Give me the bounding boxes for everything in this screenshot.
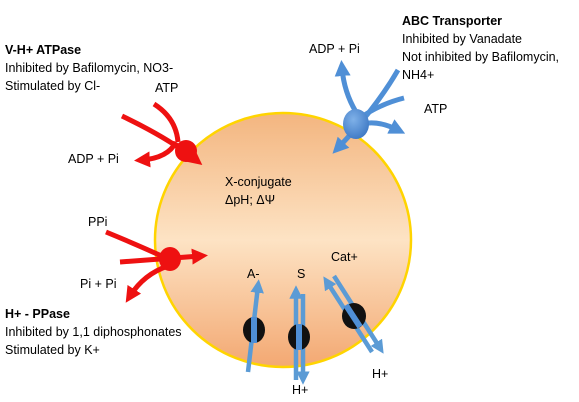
abc-not-inhibited-2: NH4+ bbox=[402, 68, 435, 82]
v-atpase-adp-label: ADP + Pi bbox=[68, 152, 119, 166]
v-atpase-title: V-H+ ATPase bbox=[5, 43, 82, 57]
abc-not-inhibited: Not inhibited by Bafilomycin, bbox=[402, 50, 560, 64]
v-atpase-pump bbox=[120, 101, 203, 168]
ppase-title: H+ - PPase bbox=[5, 307, 70, 321]
abc-adp-arrow bbox=[334, 60, 359, 114]
cation-proton-label: H+ bbox=[372, 367, 389, 381]
vesicle bbox=[153, 111, 413, 369]
ppase-ppi-label: PPi bbox=[88, 215, 108, 229]
abc-title: ABC Transporter bbox=[402, 14, 503, 28]
h-ppase-pump bbox=[105, 229, 208, 303]
antiporter-anion bbox=[243, 279, 265, 373]
v-atpase-icon bbox=[175, 140, 197, 162]
ppase-pi-label: Pi + Pi bbox=[80, 277, 117, 291]
vesicle-label: X-conjugate bbox=[225, 175, 292, 189]
abc-transporter bbox=[332, 60, 406, 154]
abc-inhibitors: Inhibited by Vanadate bbox=[402, 32, 523, 46]
v-atpase-adp-arrow bbox=[134, 140, 179, 168]
vesicle-gradient-label: ΔpH; ΔΨ bbox=[225, 193, 276, 207]
antiporter-cation bbox=[323, 274, 384, 354]
ppase-inhibitors: Inhibited by 1,1 diphosphonates bbox=[5, 325, 182, 339]
substrate-proton-label: H+ bbox=[292, 383, 309, 397]
h-ppase-icon bbox=[159, 247, 181, 271]
v-atpase-inhibitors: Inhibited by Bafilomycin, NO3- bbox=[5, 61, 174, 75]
abc-substrate-arrow bbox=[332, 68, 401, 154]
antiporter-substrate bbox=[288, 285, 310, 385]
ppase-stimulators: Stimulated by K+ bbox=[5, 343, 100, 357]
v-atpase-atp-label: ATP bbox=[155, 81, 179, 95]
v-atpase-stimulators: Stimulated by Cl- bbox=[5, 79, 101, 93]
anion-label: A- bbox=[247, 267, 260, 281]
v-atpase-proton-arrow bbox=[152, 101, 181, 143]
abc-adp-label: ADP + Pi bbox=[309, 42, 360, 56]
abc-atp-label: ATP bbox=[424, 102, 448, 116]
cation-label: Cat+ bbox=[331, 250, 358, 264]
substrate-label: S bbox=[297, 267, 306, 281]
abc-transporter-icon bbox=[343, 109, 369, 139]
